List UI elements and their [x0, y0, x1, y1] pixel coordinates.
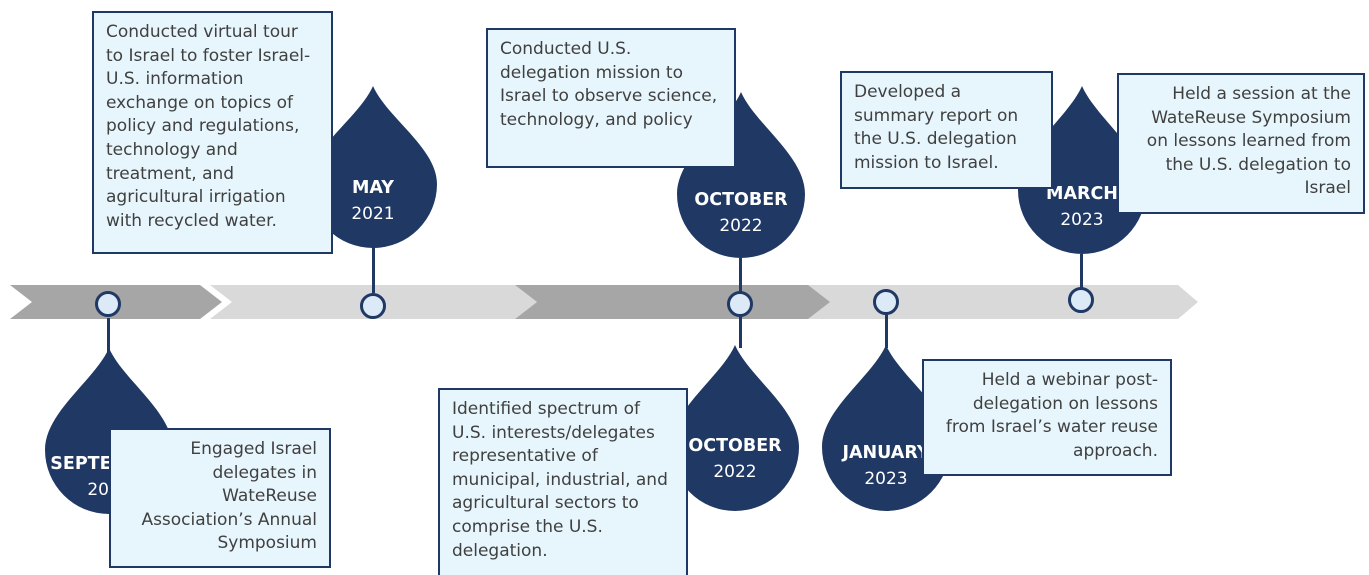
month-label: MAY: [352, 178, 394, 198]
stem-october-2022-bottom: [739, 316, 742, 348]
year-label: 2023: [864, 469, 908, 489]
year-label: 2022: [713, 462, 757, 482]
stem-january-2023: [885, 314, 888, 348]
description-march-2023: Held a session at the WateReuse Symposiu…: [1117, 73, 1365, 214]
description-january-2023: Held a webinar post-delegation on lesson…: [922, 359, 1172, 476]
drop-january-2023: JANUARY 2023: [822, 345, 950, 511]
timeline-node-september-2020: [95, 291, 121, 317]
month-label: MARCH: [1046, 184, 1118, 204]
month-label: OCTOBER: [694, 190, 788, 210]
timeline-node-january-2023: [873, 289, 899, 315]
year-label: 2023: [1060, 210, 1104, 230]
timeline-node-may-2021: [360, 293, 386, 319]
drop-march-2023: MARCH 2023: [1018, 86, 1146, 254]
timeline-segment-4: [808, 285, 1198, 319]
drop-october-2022-bottom: OCTOBER 2022: [671, 345, 799, 511]
description-october-2022-bottom: Identified spectrum of U.S. interests/de…: [438, 388, 688, 575]
year-label: 2022: [719, 216, 763, 236]
stem-may-2021: [372, 246, 375, 293]
stem-september-2020: [107, 318, 110, 352]
drop-october-2022-top: OCTOBER 2022: [677, 92, 805, 258]
stem-october-2022-top: [739, 258, 742, 292]
description-october-2022-top: Conducted U.S. delegation mission to Isr…: [486, 28, 736, 168]
month-label: OCTOBER: [688, 436, 782, 456]
timeline-node-march-2023: [1068, 287, 1094, 313]
timeline-node-october-2022: [727, 291, 753, 317]
description-summary-report: Developed a summary report on the U.S. d…: [840, 71, 1053, 189]
description-september-2020: Engaged Israel delegates in WateReuse As…: [109, 428, 331, 568]
drop-may-2021: MAY 2021: [309, 86, 437, 248]
stem-march-2023: [1080, 254, 1083, 288]
description-may-2021: Conducted virtual tour to Israel to fost…: [92, 11, 333, 254]
timeline-segment-3: [515, 285, 832, 319]
year-label: 2021: [351, 204, 395, 224]
month-label: JANUARY: [842, 443, 930, 463]
